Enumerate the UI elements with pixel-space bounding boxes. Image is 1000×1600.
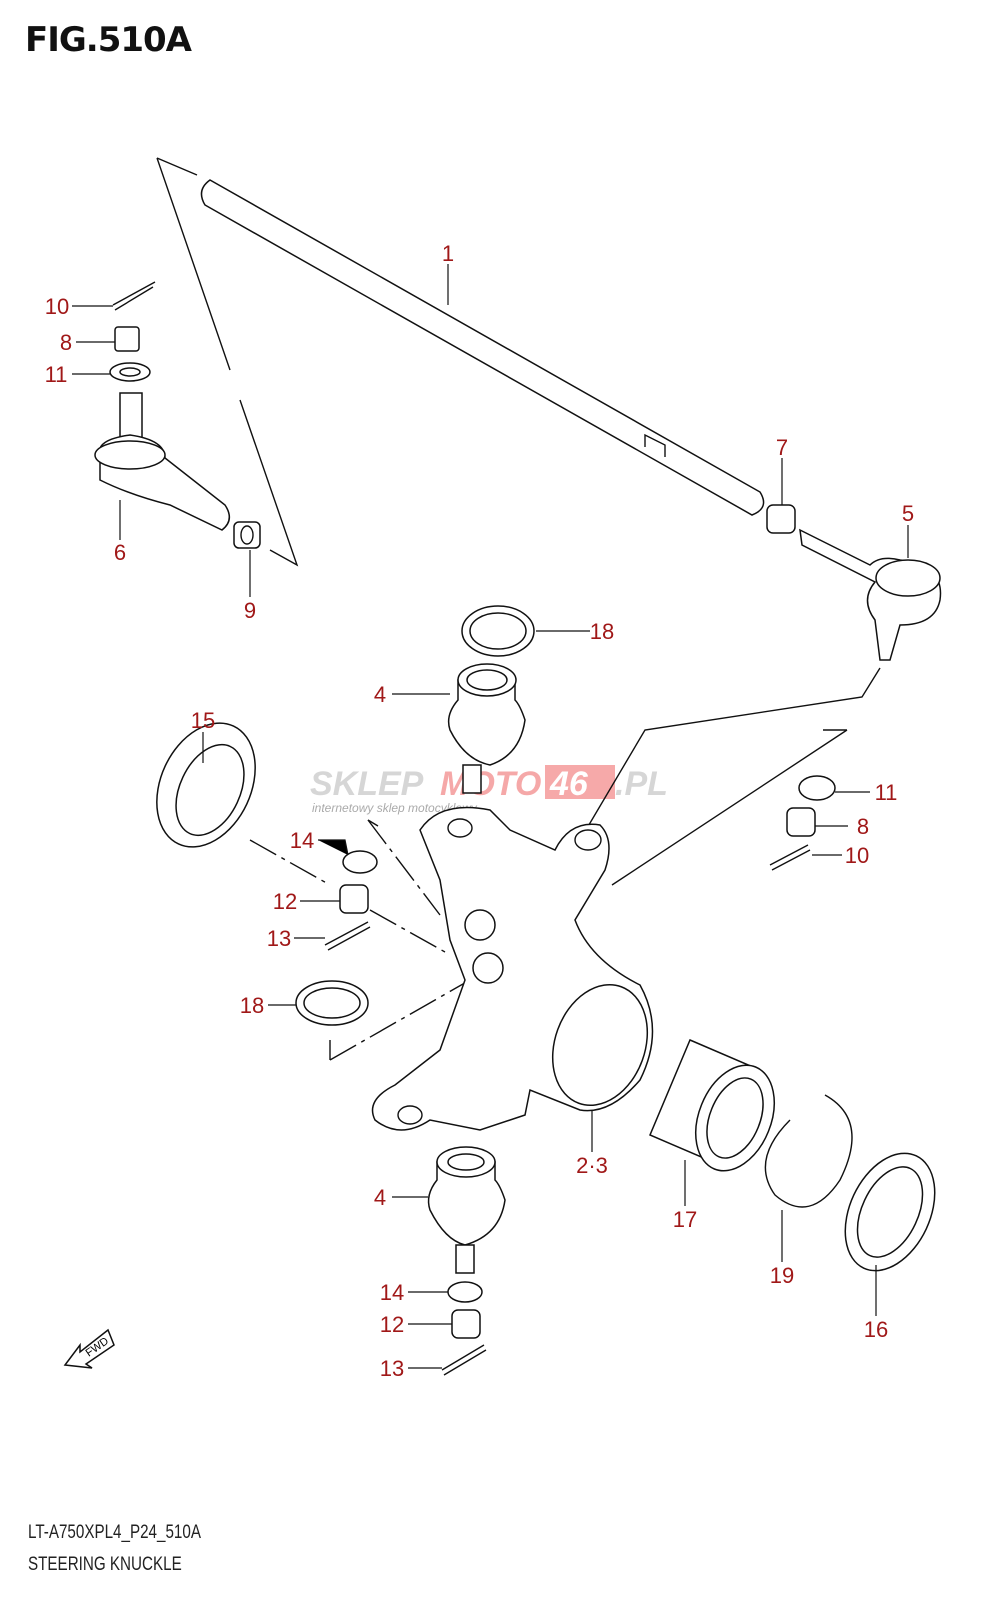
callout: 1 bbox=[442, 241, 454, 266]
svg-text:.PL: .PL bbox=[615, 765, 668, 803]
callout: 14 bbox=[380, 1280, 404, 1305]
callout: 13 bbox=[267, 926, 291, 951]
callout: 11 bbox=[875, 780, 898, 805]
fwd-arrow-icon: FWD bbox=[63, 1328, 115, 1369]
callout: 13 bbox=[380, 1356, 404, 1381]
oil-seal-16 bbox=[844, 1152, 936, 1272]
svg-text:internetowy sklep motocyklowy: internetowy sklep motocyklowy bbox=[312, 801, 478, 815]
lock-nut bbox=[233, 521, 261, 549]
ball-joint-lower bbox=[427, 1146, 506, 1274]
callout: 4 bbox=[374, 1185, 386, 1210]
callout: 8 bbox=[857, 814, 869, 839]
ball-joint-upper bbox=[447, 663, 526, 794]
callout: 6 bbox=[114, 540, 126, 565]
callout: 14 bbox=[290, 828, 314, 853]
callout: 2·3 bbox=[576, 1153, 608, 1178]
nut-12-lower bbox=[451, 1309, 481, 1339]
callout: 16 bbox=[864, 1317, 888, 1342]
figure-title: FIG.510A bbox=[25, 20, 192, 60]
svg-text:46: 46 bbox=[549, 765, 589, 803]
castle-nut bbox=[114, 326, 140, 352]
callout: 18 bbox=[240, 993, 264, 1018]
callout: 8 bbox=[60, 330, 72, 355]
tie-rod-end-right bbox=[799, 528, 942, 661]
callout: 10 bbox=[45, 294, 69, 319]
cotter-pin bbox=[112, 281, 156, 311]
washer-14-lower bbox=[447, 1281, 483, 1303]
svg-text:SKLEP: SKLEP bbox=[310, 765, 424, 803]
washer-14 bbox=[342, 850, 378, 874]
watermark: SKLEP MOTO 46 .PL internetowy sklep moto… bbox=[310, 765, 668, 815]
washer-right bbox=[798, 775, 836, 801]
nut-7 bbox=[766, 504, 796, 534]
callout: 19 bbox=[770, 1263, 794, 1288]
callout: 9 bbox=[244, 598, 256, 623]
callout: 5 bbox=[902, 501, 914, 526]
callout: 11 bbox=[45, 362, 68, 387]
callout: 12 bbox=[273, 889, 297, 914]
callout: 4 bbox=[374, 682, 386, 707]
callout: 18 bbox=[590, 619, 614, 644]
nut-12 bbox=[339, 884, 369, 914]
oil-seal-15 bbox=[156, 722, 256, 848]
tie-rod-end-left bbox=[94, 392, 231, 531]
snap-ring-18 bbox=[295, 980, 369, 1026]
callout: 10 bbox=[845, 843, 869, 868]
castle-nut-right bbox=[786, 807, 816, 837]
callout: 17 bbox=[673, 1207, 697, 1232]
callout: 7 bbox=[776, 435, 788, 460]
callout: 12 bbox=[380, 1312, 404, 1337]
steering-knuckle bbox=[371, 806, 654, 1131]
cotter-pin-13-lower bbox=[441, 1344, 487, 1376]
cotter-pin-13 bbox=[324, 921, 371, 951]
section-name: STEERING KNUCKLE bbox=[28, 1554, 182, 1575]
callouts: 1 7 5 10 8 11 6 9 18 4 15 11 8 10 14 12 … bbox=[45, 241, 915, 1381]
washer bbox=[109, 362, 151, 382]
circlip-19 bbox=[764, 1094, 853, 1208]
callout: 15 bbox=[191, 708, 215, 733]
wheel-bearing bbox=[649, 1039, 775, 1172]
model-code: LT-A750XPL4_P24_510A bbox=[28, 1522, 201, 1543]
cotter-pin-right bbox=[769, 844, 811, 871]
snap-ring-upper bbox=[461, 605, 535, 657]
tie-rod bbox=[200, 179, 765, 516]
svg-text:MOTO: MOTO bbox=[440, 765, 541, 803]
